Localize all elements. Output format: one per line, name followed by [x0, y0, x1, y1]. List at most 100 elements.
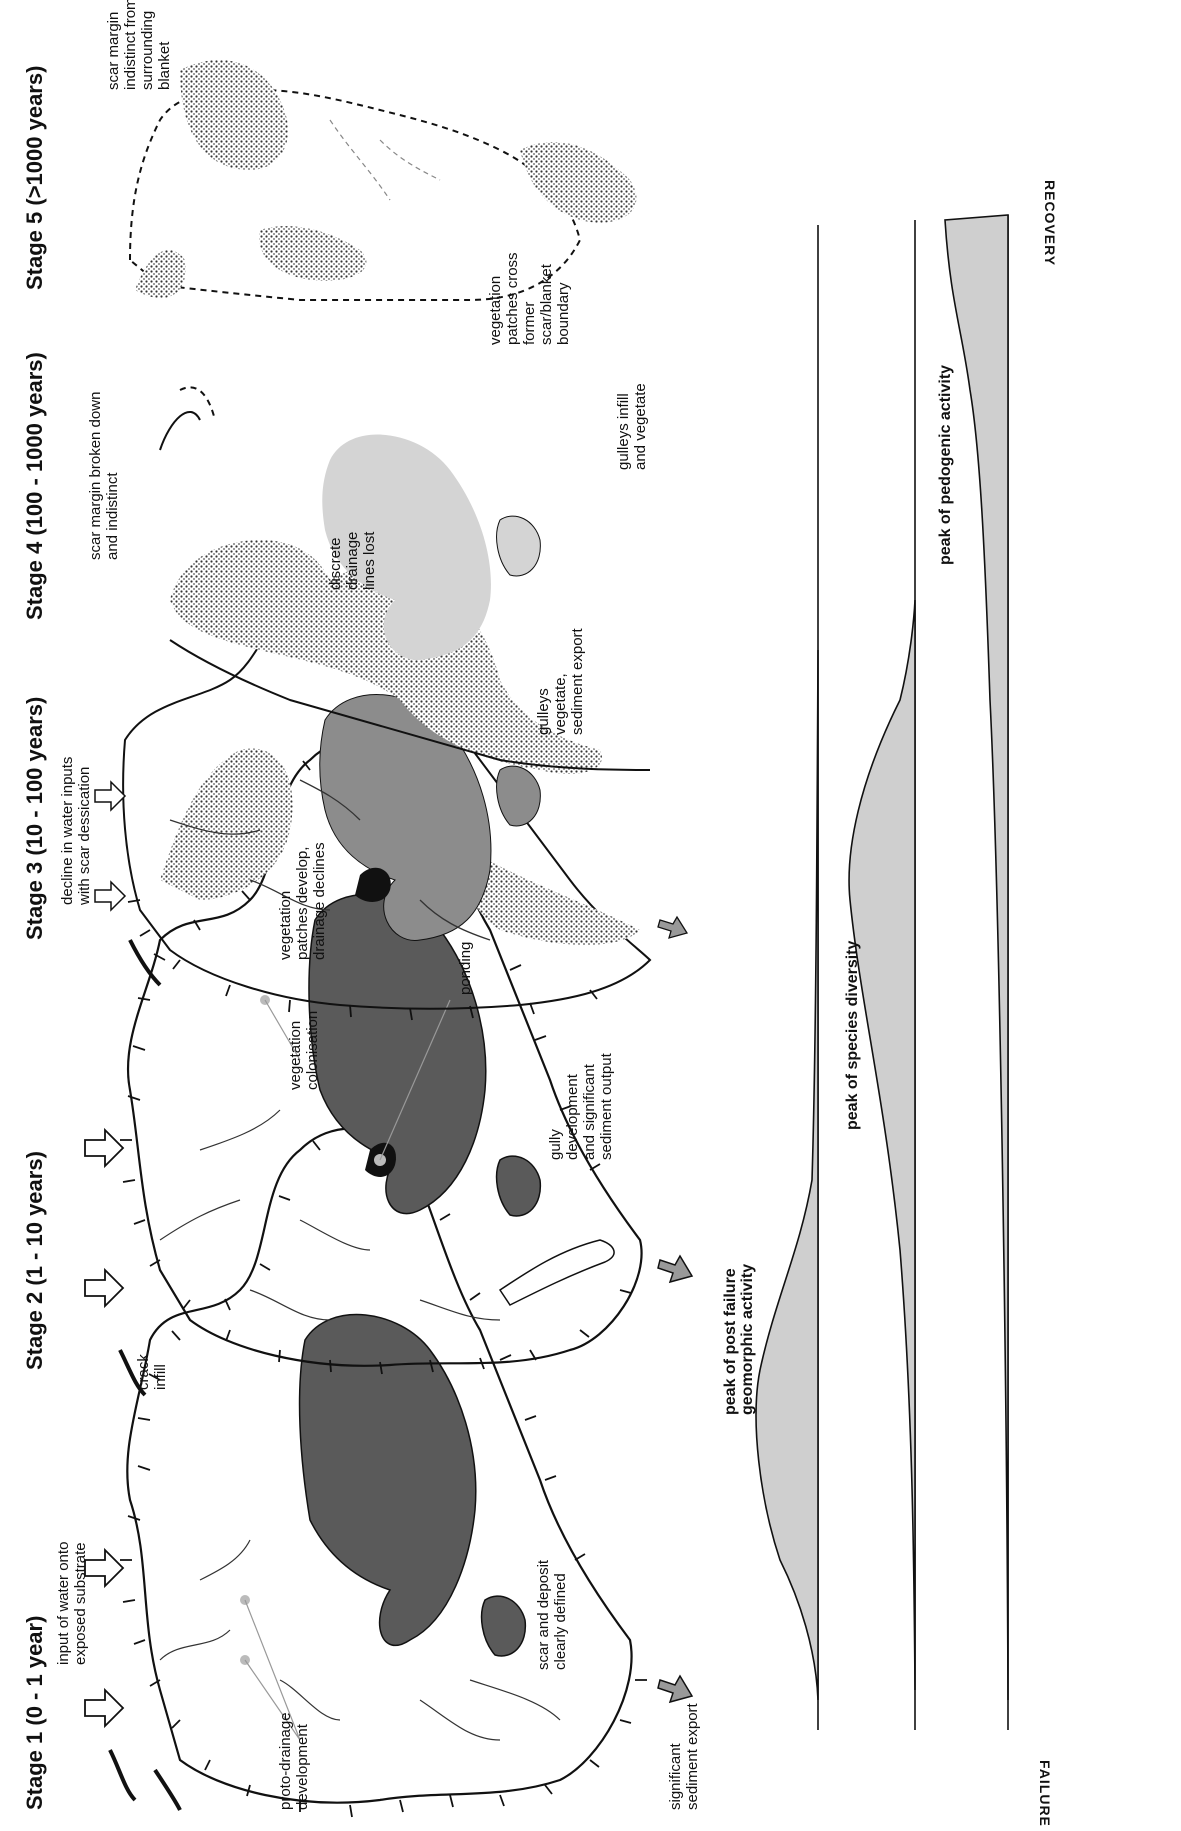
s5-margin-label-line-4: blanket [156, 41, 173, 90]
curve-label-species-line-1: peak of species diversity [844, 940, 861, 1130]
s5-patches-label-line-5: boundary [555, 282, 572, 345]
stage-4-title: Stage 4 (100 - 1000 years) [22, 352, 47, 620]
timeline-end-label-line-1: RECOVERY [1042, 180, 1058, 266]
s4-drain-label-line-3: lines lost [361, 531, 378, 590]
stage-5-patch-1 [180, 60, 288, 170]
s3-patches-label-line-2: patches develop, [294, 847, 311, 960]
s4-margin-label-line-2: and indistinct [104, 472, 121, 560]
curve-label-geomorphic-line-2: geomorphic activity [739, 1264, 756, 1415]
timeline-start-label: FAILURE [1037, 1760, 1053, 1827]
stage-3-pond [355, 868, 391, 902]
stage-1-small-deposit [482, 1596, 526, 1656]
s2-crack-label-line-2: infill [152, 1364, 169, 1390]
s5-margin-label-line-3: surrounding [139, 11, 156, 90]
stage-1-input-arrow-1 [85, 1690, 123, 1726]
timeline-start-label-line-1: FAILURE [1037, 1760, 1053, 1827]
s1-scar-label-line-2: clearly defined [552, 1573, 569, 1670]
stage-2-input-arrow-1 [85, 1270, 123, 1306]
curve-label-pedogenic-line-1: peak of pedogenic activity [937, 365, 954, 565]
stage-1-export-arrow [658, 1676, 692, 1702]
stage-1-sketch [85, 1118, 692, 1817]
stage-5-patch-3 [259, 226, 366, 281]
s4-infill-label-line-1: gulleys infill [615, 393, 632, 470]
stage-1-title: Stage 1 (0 - 1 year) [22, 1616, 47, 1810]
s3-gulleys-label-line-1: gulleys [535, 688, 552, 735]
s5-margin-label-line-1: scar margin [105, 12, 122, 90]
curve-geomorphic-activity [756, 650, 818, 1700]
s1-export-label-line-1: significant [667, 1742, 684, 1810]
stage-2-small-deposit [497, 1156, 541, 1216]
s2-gully-label-line-1: gully [547, 1129, 564, 1160]
curve-species-diversity [849, 600, 915, 1690]
s3-patches-label: vegetationpatches develop,drainage decli… [277, 842, 328, 960]
s3-decline-label-line-2: with scar dessication [76, 767, 93, 906]
s5-margin-label-line-2: indistinct from [122, 0, 139, 90]
s1-input-label-line-2: exposed substrate [72, 1542, 89, 1665]
stage-3-export-arrow [658, 917, 687, 938]
stage-5-title: Stage 5 (>1000 years) [22, 66, 47, 290]
timeline-end-label: RECOVERY [1042, 180, 1058, 266]
s2-ponding-label-line-1: ponding [457, 942, 474, 995]
s1-input-label-line-1: input of water onto [55, 1542, 72, 1665]
s1-proto-label-line-1: proto-drainage [277, 1712, 294, 1810]
s1-proto-label-line-2: development [294, 1723, 311, 1810]
s4-margin-label-line-1: scar margin broken down [87, 392, 104, 560]
stage-5-patch-2 [135, 250, 186, 298]
s2-veg-label-line-1: vegetation [287, 1021, 304, 1090]
s1-export-label-line-2: sediment export [684, 1702, 701, 1810]
stage-5-patch-4 [520, 142, 636, 223]
stage-3-input-arrow-2 [95, 782, 125, 810]
stage-1-input-arrow-2 [85, 1550, 123, 1586]
s1-scar-label: scar and depositclearly defined [535, 1559, 569, 1670]
s2-gully-label-line-2: development [564, 1073, 581, 1160]
stage-5-sketch [130, 60, 636, 300]
stage-4-small-deposit [497, 516, 541, 576]
stage-2-input-arrow-2 [85, 1130, 123, 1166]
stage-3-input-arrow-1 [95, 882, 125, 910]
curve-label-pedogenic: peak of pedogenic activity [937, 365, 954, 565]
s4-infill-label-line-2: and vegetate [632, 383, 649, 470]
curve-label-geomorphic-line-1: peak of post failure [722, 1268, 739, 1415]
stage-2-export-arrow [658, 1256, 692, 1282]
s3-patches-label-line-1: vegetation [277, 891, 294, 960]
s5-patches-label-line-4: scar/blanket [538, 263, 555, 345]
stage-3-small-deposit [497, 766, 541, 826]
s3-patches-label-line-3: drainage declines [311, 842, 328, 960]
s2-ponding-label: ponding [457, 942, 474, 995]
stage-1-cracks [110, 1750, 180, 1810]
stage-3-title: Stage 3 (10 - 100 years) [22, 697, 47, 940]
s4-drain-label-line-2: drainage [344, 532, 361, 590]
s5-patches-label-line-1: vegetation [487, 276, 504, 345]
s4-drain-label-line-1: discrete [327, 537, 344, 590]
s2-veg-label-line-2: colonisation [304, 1011, 321, 1090]
s1-scar-label-line-1: scar and deposit [535, 1559, 552, 1670]
s3-gulleys-label-line-2: vegetate, [552, 673, 569, 735]
stage-2-title: Stage 2 (1 - 10 years) [22, 1151, 47, 1370]
timeline [756, 215, 1008, 1730]
stage-2-gully [500, 1240, 614, 1305]
s2-gully-label-line-3: and significant [581, 1063, 598, 1160]
stage-3-cracks [130, 940, 160, 985]
s3-gulleys-label-line-3: sediment export [569, 627, 586, 735]
s5-patches-label-line-3: former [521, 302, 538, 345]
s2-crack-label-line-1: crack [135, 1354, 152, 1390]
curve-label-species: peak of species diversity [844, 940, 861, 1130]
s2-gully-label-line-4: sediment output [598, 1052, 615, 1160]
stage-5-faint-lines [330, 120, 440, 200]
curve-pedogenic-activity [945, 215, 1008, 1700]
